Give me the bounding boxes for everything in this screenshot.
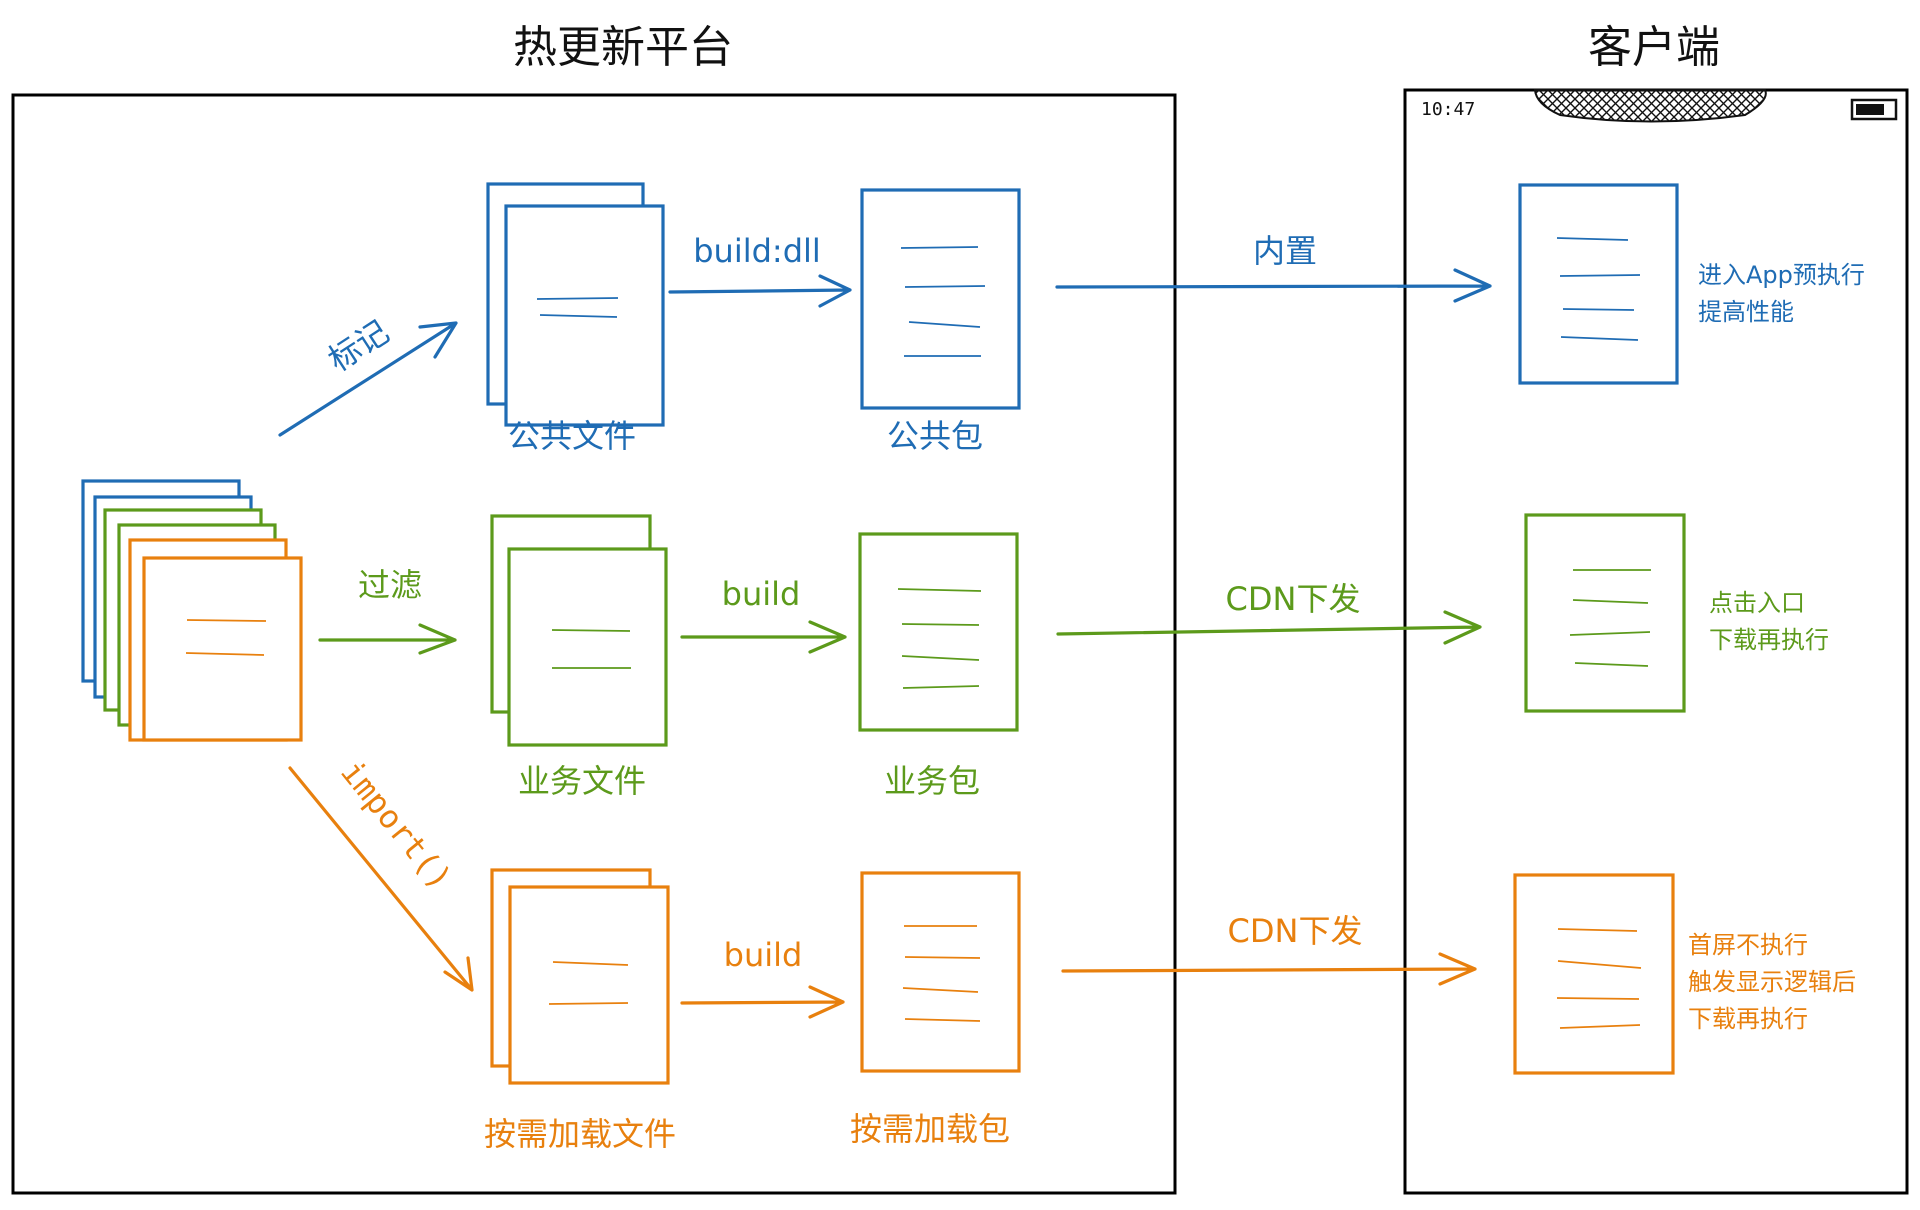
build-dll-arrow	[668, 274, 852, 308]
edge-mark: 标记	[278, 312, 458, 437]
cdn-business-label: CDN下发	[1226, 580, 1361, 618]
platform-frame	[11, 93, 1177, 1195]
builtin-arrow	[1055, 268, 1492, 303]
battery-icon	[1850, 98, 1898, 121]
client-lazy-note-1: 首屏不执行	[1688, 931, 1808, 959]
build-dll-label: build:dll	[693, 232, 821, 270]
client-lazy-note-3: 下载再执行	[1688, 1005, 1808, 1033]
phone-frame: 10:47	[1403, 88, 1909, 1195]
lazy-package	[860, 871, 1021, 1073]
builtin-label: 内置	[1253, 232, 1317, 270]
client-title: 客户端	[1588, 22, 1720, 73]
platform-title: 热更新平台	[513, 22, 733, 73]
edge-import-label: import()	[333, 753, 460, 897]
client-common-note-2: 提高性能	[1698, 298, 1794, 326]
lazy-files	[490, 868, 670, 1085]
business-files	[490, 514, 668, 747]
client-business-note-2: 下载再执行	[1709, 626, 1829, 654]
notch-icon	[1533, 89, 1767, 123]
source-files-stack	[81, 479, 303, 742]
client-common-package	[1518, 183, 1679, 385]
client-business-note-1: 点击入口	[1709, 589, 1805, 617]
edge-filter-label: 过滤	[358, 566, 422, 604]
row-business: 业务文件 build 业务包 CDN下发 点击入口 下载再执行	[490, 513, 1829, 800]
build-lazy-arrow	[680, 985, 845, 1019]
status-time: 10:47	[1421, 99, 1475, 120]
build-lazy-label: build	[724, 936, 803, 974]
edge-import: import()	[288, 753, 474, 992]
business-package	[858, 532, 1019, 732]
common-files-label: 公共文件	[508, 417, 636, 455]
lazy-files-label: 按需加载文件	[484, 1115, 676, 1153]
cdn-business-arrow	[1056, 610, 1482, 645]
client-lazy-note-2: 触发显示逻辑后	[1688, 968, 1856, 996]
row-common: 公共文件 build:dll 公共包 内置 进入App预执行 提高性能	[486, 182, 1865, 455]
client-business-package	[1524, 513, 1686, 713]
lazy-package-label: 按需加载包	[850, 1110, 1010, 1148]
build-business-arrow	[680, 620, 847, 654]
build-business-label: build	[722, 575, 801, 613]
cdn-lazy-arrow	[1061, 952, 1477, 986]
common-package-label: 公共包	[887, 417, 983, 455]
business-package-label: 业务包	[884, 762, 980, 800]
row-lazy: 按需加载文件 build 按需加载包 CDN下发 首屏不执行 触发显示逻辑后 下…	[484, 868, 1856, 1153]
common-package	[860, 188, 1021, 410]
business-files-label: 业务文件	[518, 762, 646, 800]
client-common-note-1: 进入App预执行	[1698, 261, 1865, 289]
client-lazy-package	[1513, 873, 1675, 1075]
cdn-lazy-label: CDN下发	[1228, 912, 1363, 950]
edge-filter: 过滤	[318, 566, 457, 655]
common-files	[486, 182, 665, 427]
